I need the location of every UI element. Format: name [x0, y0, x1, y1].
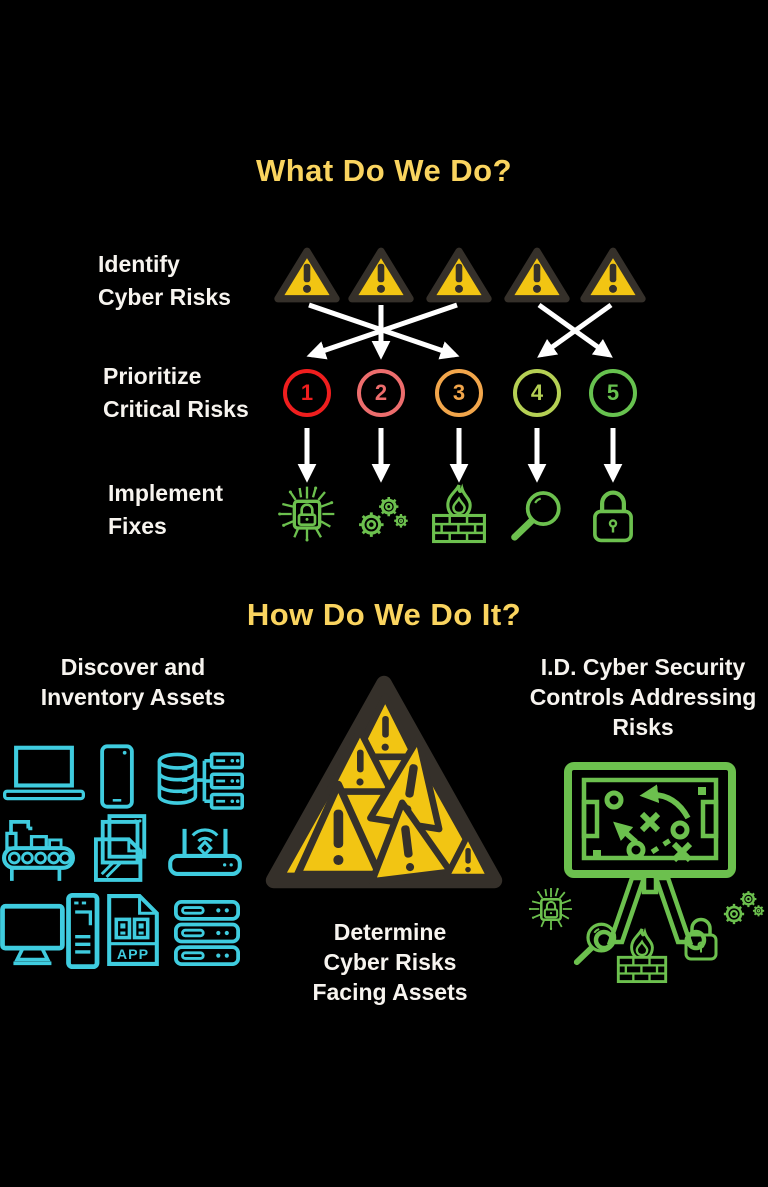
- firewall-fire-icon: [616, 927, 668, 984]
- priority-circle-1: 1: [283, 369, 331, 417]
- caption-determine-risks: Determine Cyber Risks Facing Assets: [312, 919, 468, 1005]
- warning-triangle-icon: [274, 247, 340, 303]
- label-implement-fixes: Implement Fixes: [108, 480, 224, 539]
- section-what-title: What Do We Do?: [255, 153, 513, 188]
- firewall-fire-icon: [432, 483, 486, 544]
- server-rack-icon: [174, 900, 240, 966]
- flow-arrows: [297, 302, 623, 483]
- laptop-icon: [3, 745, 85, 801]
- magnifier-icon: [573, 922, 617, 966]
- priority-circle-5: 5: [589, 369, 637, 417]
- circuit-chip-lock-icon: [278, 486, 335, 542]
- label-prioritize-critical-risks: Prioritize Critical Risks: [103, 363, 249, 422]
- warning-triangle-icon: [426, 247, 492, 303]
- heading-id-controls: I.D. Cyber Security Controls Addressing …: [529, 654, 757, 740]
- strategy-board-icon: [564, 762, 736, 951]
- priority-circle-2: 2: [357, 369, 405, 417]
- gears-icon: [359, 496, 408, 537]
- label-identify-cyber-risks: Identify Cyber Risks: [98, 251, 231, 310]
- folder-documents-icon: [94, 814, 147, 882]
- database-network-icon: [157, 752, 244, 810]
- wifi-router-icon: [168, 828, 242, 876]
- smartphone-icon: [100, 744, 134, 809]
- magnifier-icon: [511, 491, 561, 541]
- priority-number: 2: [374, 380, 388, 405]
- nested-warning-triangles-icon: [265, 675, 503, 889]
- robot-conveyor-icon: [2, 820, 75, 881]
- app-file-label: APP: [117, 947, 149, 963]
- gears-icon: [723, 891, 765, 925]
- desktop-computer-icon: [0, 893, 100, 969]
- priority-number: 4: [530, 380, 544, 405]
- warning-triangle-icon: [348, 247, 414, 303]
- warning-triangle-icon: [580, 247, 646, 303]
- section-how-title: How Do We Do It?: [246, 597, 522, 632]
- priority-circle-3: 3: [435, 369, 483, 417]
- heading-discover-inventory: Discover and Inventory Assets: [40, 654, 226, 710]
- app-file-icon: APP: [107, 894, 159, 966]
- circuit-chip-lock-icon: [528, 887, 572, 931]
- priority-number: 5: [606, 380, 620, 405]
- padlock-icon: [684, 917, 718, 961]
- priority-number: 3: [452, 380, 466, 405]
- priority-number: 1: [300, 380, 314, 405]
- priority-circle-4: 4: [513, 369, 561, 417]
- warning-triangle-icon: [504, 247, 570, 303]
- padlock-icon: [593, 490, 633, 543]
